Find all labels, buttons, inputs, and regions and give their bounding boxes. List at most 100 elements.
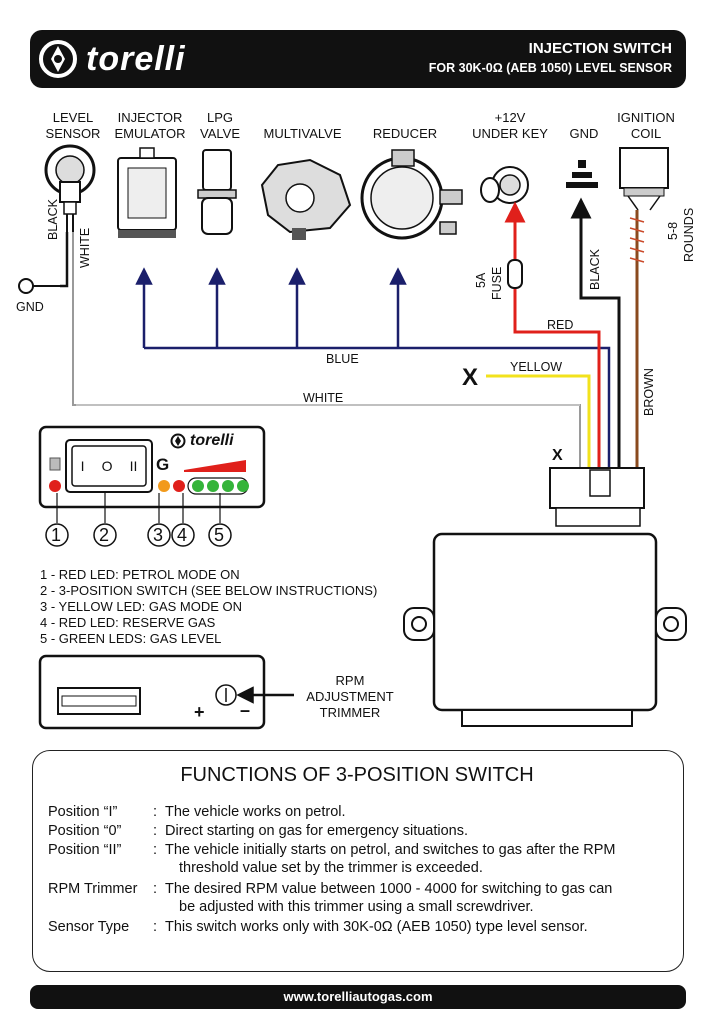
label-lpg-valve: LPG VALVE <box>192 110 248 142</box>
label-line: SENSOR <box>45 126 101 141</box>
x-mark-small: X <box>552 447 563 464</box>
label-reducer: REDUCER <box>360 110 450 142</box>
switch-pos-i: I <box>80 458 85 474</box>
function-row: RPM Trimmer : The desired RPM value betw… <box>48 880 684 916</box>
yellow-wire <box>486 374 591 470</box>
switch-pos-0: O <box>101 458 113 474</box>
fuse-label-amps: 5A <box>474 272 488 288</box>
page-subtitle: FOR 30K-0Ω (AEB 1050) LEVEL SENSOR <box>428 61 672 75</box>
legend-item: 4 - RED LED: RESERVE GAS <box>40 615 216 630</box>
callout-2: 2 <box>99 525 110 545</box>
function-colon: : <box>153 823 158 839</box>
ignition-key-icon <box>480 166 529 204</box>
function-key: Position “0” <box>48 823 122 839</box>
injector-emulator-icon <box>117 147 177 238</box>
fuse-icon <box>507 259 523 289</box>
function-key: RPM Trimmer <box>48 881 138 897</box>
gas-letter: G <box>156 455 170 474</box>
function-key: Position “I” <box>48 804 118 820</box>
functions-box <box>32 750 684 972</box>
trimmer-minus: – <box>240 700 251 720</box>
wire-label-red: RED <box>547 318 574 332</box>
header-bar <box>30 30 686 88</box>
trimmer-label-line: RPM <box>335 673 365 688</box>
callout-3: 3 <box>153 525 164 545</box>
black-wire <box>60 232 69 288</box>
wire-label-blue: BLUE <box>326 352 359 366</box>
function-value: The vehicle works on petrol. <box>165 804 346 820</box>
lpg-valve-icon <box>197 149 237 235</box>
label-line: LEVEL <box>52 110 94 125</box>
brand: torelli <box>38 36 186 82</box>
red-wire <box>504 201 601 470</box>
reducer-icon <box>360 149 463 240</box>
callout-circles <box>45 523 232 547</box>
brand-name: torelli <box>86 39 186 78</box>
wire-label-gnd: GND <box>16 300 44 314</box>
callout-lines <box>56 493 221 523</box>
legend-item: 1 - RED LED: PETROL MODE ON <box>40 567 240 582</box>
legend-item: 3 - YELLOW LED: GAS MODE ON <box>40 599 243 614</box>
label-line: EMULATOR <box>114 126 186 141</box>
label-level-sensor: LEVEL SENSOR <box>38 110 108 142</box>
page-title: INJECTION SWITCH <box>528 40 672 57</box>
legend: 1 - RED LED: PETROL MODE ON 2 - 3-POSITI… <box>40 567 377 647</box>
torelli-logo-icon <box>39 40 77 78</box>
x-mark: X <box>462 364 479 391</box>
callout-5: 5 <box>214 525 225 545</box>
function-row: Position “II” : The vehicle initially st… <box>48 841 684 877</box>
panel-brand: torelli <box>170 432 234 450</box>
label-line: VALVE <box>200 126 240 141</box>
footer-url[interactable]: www.torelliautogas.com <box>283 989 433 1004</box>
label-line: COIL <box>630 126 662 141</box>
wire-label-yellow: YELLOW <box>510 360 563 374</box>
trimmer-label-line: TRIMMER <box>319 705 381 720</box>
ground-symbol-icon <box>566 160 598 188</box>
function-colon: : <box>153 881 158 897</box>
label-multivalve: MULTIVALVE <box>255 110 350 142</box>
callout-1: 1 <box>51 525 62 545</box>
wire-label-white-long: WHITE <box>303 391 344 405</box>
function-colon: : <box>153 804 158 820</box>
level-sensor-icon <box>44 144 96 232</box>
fuse-label-text: FUSE <box>490 266 504 300</box>
function-colon: : <box>153 842 158 858</box>
label-ignition-coil: IGNITION COIL <box>608 110 684 142</box>
label-line: UNDER KEY <box>472 126 548 141</box>
legend-item: 2 - 3-POSITION SWITCH (SEE BELOW INSTRUC… <box>40 583 378 598</box>
label-gnd: GND <box>560 110 608 142</box>
led-gas-mode <box>158 480 170 492</box>
function-value-cont: be adjusted with this trimmer using a sm… <box>179 899 534 915</box>
gnd-ring-icon <box>18 278 60 294</box>
function-key: Position “II” <box>48 842 122 858</box>
wire-label-black: BLACK <box>46 199 60 240</box>
multivalve-icon <box>260 158 352 240</box>
function-colon: : <box>153 919 158 935</box>
label-injector-emulator: INJECTOR EMULATOR <box>110 110 190 142</box>
wiring-diagram <box>18 144 687 730</box>
led-petrol <box>49 480 61 492</box>
switch-pos-ii: II <box>129 458 138 474</box>
function-key: Sensor Type <box>48 919 130 935</box>
three-position-switch[interactable]: I O II <box>72 446 146 486</box>
wire-label-white: WHITE <box>78 227 92 268</box>
function-value: The vehicle initially starts on petrol, … <box>165 842 616 858</box>
led-reserve <box>173 480 185 492</box>
function-row: Position “I” : The vehicle works on petr… <box>48 803 684 821</box>
trimmer-screw-icon <box>215 684 237 706</box>
panel-brand-name: torelli <box>190 432 234 449</box>
rounds-label-text: ROUNDS <box>682 207 696 262</box>
trimmer-plus: + <box>194 702 205 722</box>
callout-4: 4 <box>177 525 188 545</box>
blue-wire-bus <box>135 267 611 470</box>
label-line: INJECTOR <box>117 110 183 125</box>
connector-block <box>549 467 645 527</box>
functions-title: FUNCTIONS OF 3-POSITION SWITCH <box>180 764 534 786</box>
function-value: Direct starting on gas for emergency sit… <box>165 823 469 839</box>
trimmer-box <box>38 654 266 730</box>
brown-wire <box>629 210 645 470</box>
function-row: Position “0” : Direct starting on gas fo… <box>48 822 684 840</box>
trimmer-label-line: ADJUSTMENT <box>306 689 394 704</box>
function-value-cont: threshold value set by the trimmer is ex… <box>179 860 483 876</box>
footer-bar <box>30 985 686 1009</box>
